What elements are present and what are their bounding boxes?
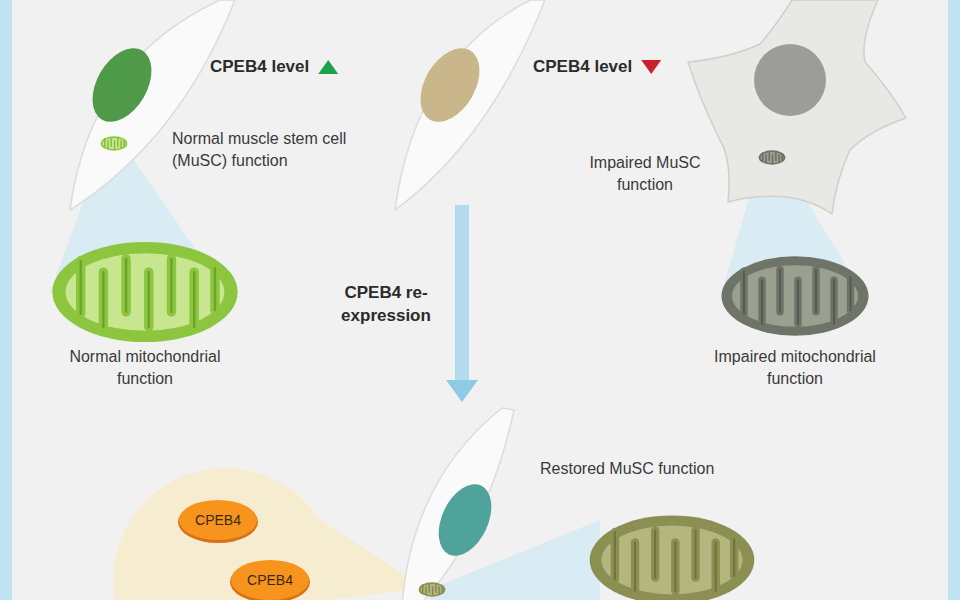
nucleus	[408, 38, 491, 132]
cell-body	[395, 0, 545, 210]
description: Normal muscle stem cell (MuSC) function	[172, 128, 372, 172]
mitochondrion	[101, 136, 128, 150]
arrow	[446, 205, 478, 402]
mitochondrion	[590, 515, 755, 600]
muscle-stem-cell	[380, 0, 550, 215]
level-label: CPEB4 level	[533, 56, 632, 78]
description: Restored MuSC function	[540, 458, 760, 480]
protein-body	[231, 560, 309, 600]
zoom-bubble	[113, 468, 337, 600]
cpeb4-protein: CPEB4	[178, 498, 258, 542]
nucleus	[80, 38, 163, 132]
impaired-muscle-stem-cell: Impaired MuSC function	[560, 0, 910, 215]
restored-muscle-stem-cell: Restored MuSC function	[390, 400, 770, 600]
mitochondrion	[419, 582, 446, 596]
description: Normal mitochondrial function	[45, 346, 245, 390]
node-shape	[380, 0, 550, 215]
description: Impaired mitochondrial function	[700, 346, 890, 390]
muscle-stem-cell: Normal muscle stem cell (MuSC) function	[60, 0, 340, 215]
protein-label: CPEB4	[195, 512, 241, 528]
mitochondrion	[759, 150, 786, 164]
cpeb4-protein: CPEB4	[230, 558, 310, 600]
arrow-shaft	[455, 205, 469, 380]
protein-body	[179, 500, 257, 540]
cell-body	[688, 0, 906, 214]
cell-body	[402, 408, 514, 600]
description: Impaired MuSC function	[570, 152, 720, 196]
node-shape	[560, 0, 910, 215]
protein-label: CPEB4	[247, 572, 293, 588]
cell-body	[70, 0, 235, 210]
nucleus	[428, 476, 502, 564]
mitochondrion-callout: Normal mitochondrial function	[40, 236, 250, 396]
mitochondrion-callout: Impaired mitochondrial function	[700, 244, 890, 396]
arrow-head	[446, 380, 478, 402]
level-label: CPEB4 level	[210, 56, 309, 78]
protein-shadow	[178, 501, 258, 543]
down-triangle	[641, 60, 661, 74]
node-shape	[390, 400, 770, 600]
node-shape	[60, 0, 340, 215]
mitochondrion	[52, 242, 237, 342]
nucleus	[754, 44, 826, 116]
mitochondrion	[722, 256, 869, 336]
protein-shadow	[230, 561, 310, 600]
up-triangle	[318, 60, 338, 74]
edge-label: CPEB4 re-expression	[326, 281, 446, 327]
